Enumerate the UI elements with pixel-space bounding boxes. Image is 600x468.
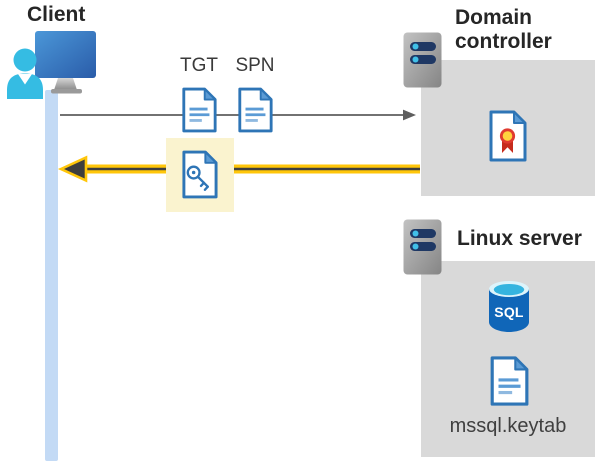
response-arrow-icon <box>57 155 420 183</box>
client-user-monitor-icon <box>7 31 96 99</box>
monitor-icon <box>35 31 96 94</box>
spn-label: SPN <box>235 55 275 76</box>
certificate-icon <box>489 110 527 162</box>
sql-badge-text: SQL <box>494 304 524 320</box>
ticket-key-document-icon <box>182 150 218 199</box>
tgt-label: TGT <box>180 55 218 76</box>
spn-document-icon <box>238 87 273 133</box>
client-lifeline-bar <box>45 90 58 461</box>
keytab-document-icon <box>490 356 529 406</box>
linux-server-title: Linux server <box>457 227 582 250</box>
linux-server-icon <box>403 219 442 275</box>
key-glyph <box>186 165 209 191</box>
keytab-filename-label: mssql.keytab <box>449 415 567 437</box>
domain-controller-title: Domain controller <box>455 6 552 53</box>
client-title: Client <box>27 3 86 26</box>
tgt-document-icon <box>182 87 217 133</box>
request-arrow-icon <box>60 109 416 121</box>
sql-database-icon: SQL <box>489 281 529 332</box>
domain-controller-server-icon <box>403 32 442 88</box>
person-icon <box>7 48 43 99</box>
